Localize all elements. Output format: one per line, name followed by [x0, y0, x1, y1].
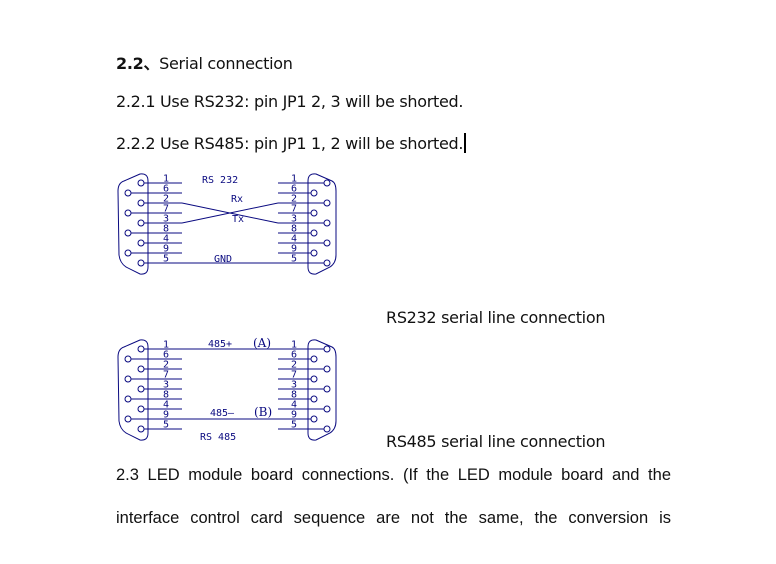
rs485-left-shell	[117, 339, 149, 441]
rs232-right-pin-number: 8	[291, 224, 297, 235]
rs485-left-pin-number: 6	[163, 350, 169, 361]
rs232-left-pin-hole	[124, 189, 132, 197]
rs232-right-pin-hole	[310, 189, 318, 197]
rs232-left-pin-number: 3	[163, 214, 169, 225]
rs485-left-pin-number: 1	[163, 340, 169, 351]
rs485-right-pin-number: 1	[291, 340, 297, 351]
rs232-right-pin-hole	[310, 229, 318, 237]
rs232-right-pin-hole	[323, 259, 331, 267]
rs485-right-pin-hole	[310, 375, 318, 383]
rs232-left-pin-number: 1	[163, 174, 169, 185]
rs232-caption: RS232 serial line connection	[386, 308, 606, 327]
rs232-left-pin-hole	[137, 239, 145, 247]
rs232-right-pin-number: 4	[291, 234, 297, 245]
rs232-right-pin-hole	[310, 209, 318, 217]
rs232-title: RS 232	[202, 175, 238, 186]
rs232-right-pin-number: 1	[291, 174, 297, 185]
rs485-left-pin-hole	[124, 415, 132, 423]
rs485-right-pin-number: 5	[291, 420, 297, 431]
rs232-left-pin-number: 9	[163, 244, 169, 255]
rs232-left-pin-hole	[124, 209, 132, 217]
paragraph-line-2: interface control card sequence are not …	[116, 509, 671, 527]
rs232-right-pin-hole	[323, 199, 331, 207]
rs485-right-pin-hole	[310, 355, 318, 363]
gnd-label: GND	[214, 254, 232, 265]
rs485-left-pin-number: 3	[163, 380, 169, 391]
rs485-left-pin-number: 7	[163, 370, 169, 381]
rs485-left-pin-number: 2	[163, 360, 169, 371]
rs485-right-pin-hole	[323, 405, 331, 413]
rs232-right-pin-hole	[323, 239, 331, 247]
rs485-left-pin-number: 4	[163, 400, 169, 411]
rs485-left-pin-number: 5	[163, 420, 169, 431]
rs485-left-pin-hole	[137, 345, 145, 353]
rs485-right-pin-hole	[310, 395, 318, 403]
rs485-left-pin-number: 8	[163, 390, 169, 401]
rs485-title: RS 485	[200, 432, 236, 443]
rs232-right-pin-hole	[323, 179, 331, 187]
rs232-left-pin-hole	[124, 229, 132, 237]
rs485-left-pin-hole	[124, 375, 132, 383]
rs485-left-pin-hole	[137, 365, 145, 373]
rs485-instruction: 2.2.2 Use RS485: pin JP1 1, 2 will be sh…	[116, 134, 464, 153]
rs485-a-suffix: (A)	[253, 336, 271, 350]
rs485-right-pin-number: 7	[291, 370, 297, 381]
section-number: 2.2、	[116, 54, 160, 73]
rs232-right-pin-hole	[310, 249, 318, 257]
rs232-right-pin-number: 6	[291, 184, 297, 195]
rs232-left-pin-hole	[137, 179, 145, 187]
rs485-left-pin-hole	[137, 405, 145, 413]
rs485-left-pin-hole	[124, 355, 132, 363]
rs232-right-pin-number: 3	[291, 214, 297, 225]
rs485-left-pin-hole	[124, 395, 132, 403]
rs232-right-shell	[307, 173, 337, 275]
rs232-instruction: 2.2.1 Use RS232: pin JP1 2, 3 will be sh…	[116, 92, 464, 111]
rs485-right-pin-number: 4	[291, 400, 297, 411]
rs232-right-pin-number: 9	[291, 244, 297, 255]
paragraph-line-1: 2.3 LED module board connections. (If th…	[116, 466, 671, 484]
rs485-right-pin-number: 2	[291, 360, 297, 371]
rs485-right-pin-hole	[323, 385, 331, 393]
rs232-right-pin-number: 7	[291, 204, 297, 215]
rs485-instruction-line[interactable]: 2.2.2 Use RS485: pin JP1 1, 2 will be sh…	[116, 133, 467, 153]
rs232-left-pin-hole	[137, 259, 145, 267]
rs485-right-pin-hole	[310, 415, 318, 423]
rs232-left-pin-number: 8	[163, 224, 169, 235]
rs485-b-label: 485–	[210, 408, 235, 419]
tx-label: Tx	[232, 214, 244, 225]
section-title: Serial connection	[159, 54, 293, 73]
rs232-left-pin-number: 2	[163, 194, 169, 205]
rs232-left-pin-number: 5	[163, 254, 169, 265]
rs485-caption: RS485 serial line connection	[386, 432, 606, 451]
rs232-left-pin-hole	[124, 249, 132, 257]
rs485-left-pin-hole	[137, 385, 145, 393]
rs232-left-pin-number: 7	[163, 204, 169, 215]
tx-wire	[181, 202, 279, 224]
text-cursor	[464, 133, 467, 153]
section-heading: 2.2、Serial connection	[116, 50, 293, 74]
rs485-right-pin-number: 8	[291, 390, 297, 401]
rs232-left-pin-hole	[137, 199, 145, 207]
rs232-right-pin-number: 5	[291, 254, 297, 265]
rs485-right-pin-number: 6	[291, 350, 297, 361]
rx-label: Rx	[231, 194, 243, 205]
rs232-left-shell	[117, 173, 149, 275]
rs485-b-suffix: (B)	[254, 405, 272, 419]
rs232-right-pin-hole	[323, 219, 331, 227]
rs485-right-shell	[307, 339, 337, 441]
rs485-right-pin-hole	[323, 365, 331, 373]
rs232-left-pin-number: 6	[163, 184, 169, 195]
rs485-right-pin-number: 3	[291, 380, 297, 391]
rs232-left-pin-number: 4	[163, 234, 169, 245]
rs485-left-pin-hole	[137, 425, 145, 433]
rs485-left-pin-number: 9	[163, 410, 169, 421]
rs485-a-label: 485+	[208, 339, 232, 350]
rs485-right-pin-number: 9	[291, 410, 297, 421]
rs232-right-pin-number: 2	[291, 194, 297, 205]
rs232-left-pin-hole	[137, 219, 145, 227]
rs485-right-pin-hole	[323, 425, 331, 433]
rs485-right-pin-hole	[323, 345, 331, 353]
